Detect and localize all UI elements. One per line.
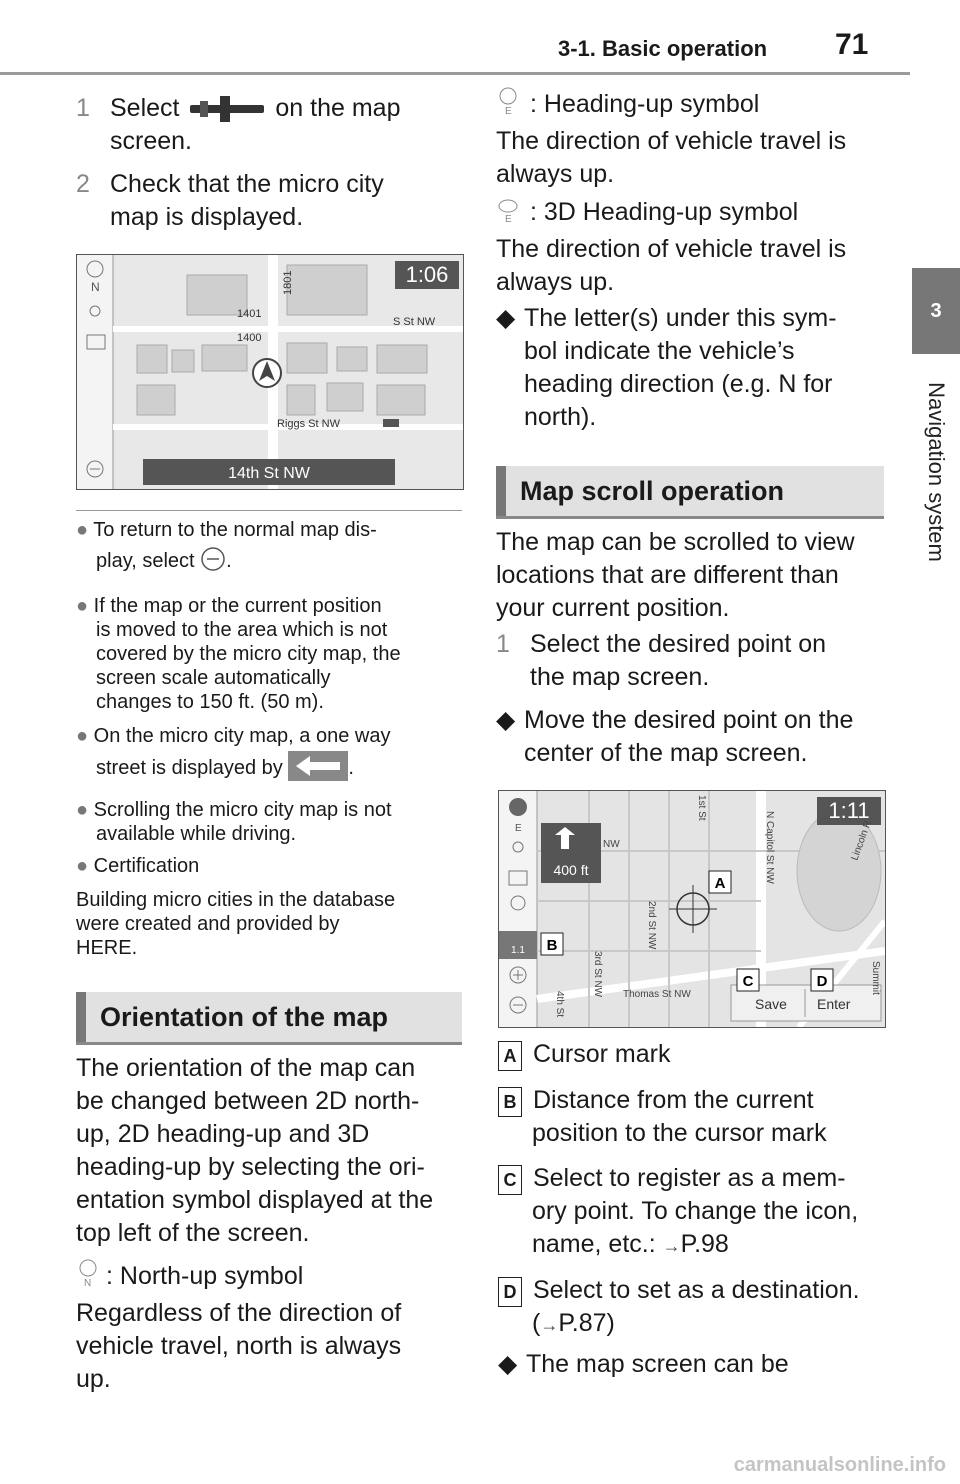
scale-readout: 1.1 xyxy=(511,945,525,956)
svg-text:1801: 1801 xyxy=(282,271,294,295)
svg-text:1401: 1401 xyxy=(237,308,261,320)
note-return-normal: ● To return to the normal map dis- play,… xyxy=(76,518,466,580)
enter-button[interactable]: Enter xyxy=(817,996,851,1012)
cursor-mark xyxy=(669,885,717,933)
svg-text:E: E xyxy=(515,823,522,834)
svg-text:B: B xyxy=(547,937,558,954)
svg-text:Thomas St NW: Thomas St NW xyxy=(623,989,691,1000)
svg-text:A: A xyxy=(715,875,726,892)
map-clock: 1:11 xyxy=(828,798,869,823)
svg-text:N: N xyxy=(84,1278,91,1288)
heading-up-icon: E xyxy=(496,86,530,125)
heading-up-description: E: Heading-up symbol The direction of ve… xyxy=(496,86,896,191)
note-scale-change: ● If the map or the current position is … xyxy=(76,595,401,713)
step-number: 1 xyxy=(76,94,90,122)
page-ref-link[interactable]: P.87 xyxy=(558,1309,607,1337)
page-ref-link[interactable]: P.98 xyxy=(680,1230,729,1258)
north-up-icon: N xyxy=(76,1258,106,1297)
svg-text:Summit: Summit xyxy=(870,961,881,995)
svg-text:N: N xyxy=(91,280,100,294)
legend-d: D Select to set as a destination. (→P.87… xyxy=(498,1274,898,1342)
svg-text:D: D xyxy=(817,973,828,990)
certification-text: Building micro cities in the database we… xyxy=(76,889,396,959)
save-button[interactable]: Save xyxy=(755,996,787,1012)
move-point-note: ◆Move the desired point on the center of… xyxy=(496,706,854,767)
svg-text:C: C xyxy=(743,973,754,990)
note-one-way: ● On the micro city map, a one way stree… xyxy=(76,724,466,788)
svg-text:3rd St NW: 3rd St NW xyxy=(592,951,603,998)
svg-text:4th St: 4th St xyxy=(554,991,565,1017)
svg-text:S St NW: S St NW xyxy=(393,316,436,328)
svg-text:E: E xyxy=(505,106,512,116)
chapter-tab: 3 xyxy=(912,268,960,354)
one-way-arrow-icon xyxy=(288,750,349,787)
running-header: 3-1. Basic operation xyxy=(558,36,768,61)
map-clock: 1:06 xyxy=(406,262,449,287)
micro-city-map-icon xyxy=(190,96,265,123)
svg-text:E: E xyxy=(505,214,512,224)
scroll-map-screenshot: 400 ft 1:11 Save Enter 1.1 N Capitol St … xyxy=(498,790,886,1028)
svg-text:2nd St NW: 2nd St NW xyxy=(646,901,657,950)
svg-text:N Capitol St NW: N Capitol St NW xyxy=(764,811,775,884)
heading-letter-note: ◆The letter(s) under this sym- bol indic… xyxy=(496,304,837,431)
svg-text:1400: 1400 xyxy=(237,332,261,344)
svg-text:1st St: 1st St xyxy=(696,795,707,821)
north-up-description: N: North-up symbol Regardless of the dir… xyxy=(76,1258,466,1396)
svg-text:Riggs St NW: Riggs St NW xyxy=(277,418,341,430)
reference-arrow-icon: → xyxy=(540,1315,559,1335)
legend-b: B Distance from the current position to … xyxy=(498,1084,898,1150)
note-scroll-driving: ● Scrolling the micro city map is not av… xyxy=(76,799,392,845)
minus-zoom-icon xyxy=(200,546,226,578)
3d-heading-up-icon: E xyxy=(496,194,530,233)
section-heading-orientation: Orientation of the map xyxy=(76,992,462,1045)
watermark: carmanualsonline.info xyxy=(733,1454,946,1476)
scroll-paragraph: The map can be scrolled to view location… xyxy=(496,528,855,622)
reference-arrow-icon: → xyxy=(662,1236,681,1256)
orientation-paragraph: The orientation of the map can be change… xyxy=(76,1054,434,1247)
svg-text:NW: NW xyxy=(603,839,620,850)
map-screen-note: ◆The map screen can be xyxy=(498,1350,789,1378)
micro-city-map-screenshot: 1:06 14th St NW 1401 1400 1801 S St NW R… xyxy=(76,254,464,490)
distance-readout: 400 ft xyxy=(553,862,588,878)
header-divider xyxy=(0,72,910,75)
divider xyxy=(76,510,462,511)
legend-c: C Select to register as a mem- ory point… xyxy=(498,1162,898,1263)
current-street-label: 14th St NW xyxy=(228,465,311,482)
page-number: 71 xyxy=(835,28,869,61)
legend-a: A Cursor mark xyxy=(498,1038,898,1071)
chapter-label: Navigation system xyxy=(924,382,949,562)
section-heading-scroll: Map scroll operation xyxy=(496,466,884,519)
3d-heading-up-description: E: 3D Heading-up symbol The direction of… xyxy=(496,194,896,299)
note-certification: ● Certification xyxy=(76,855,200,877)
